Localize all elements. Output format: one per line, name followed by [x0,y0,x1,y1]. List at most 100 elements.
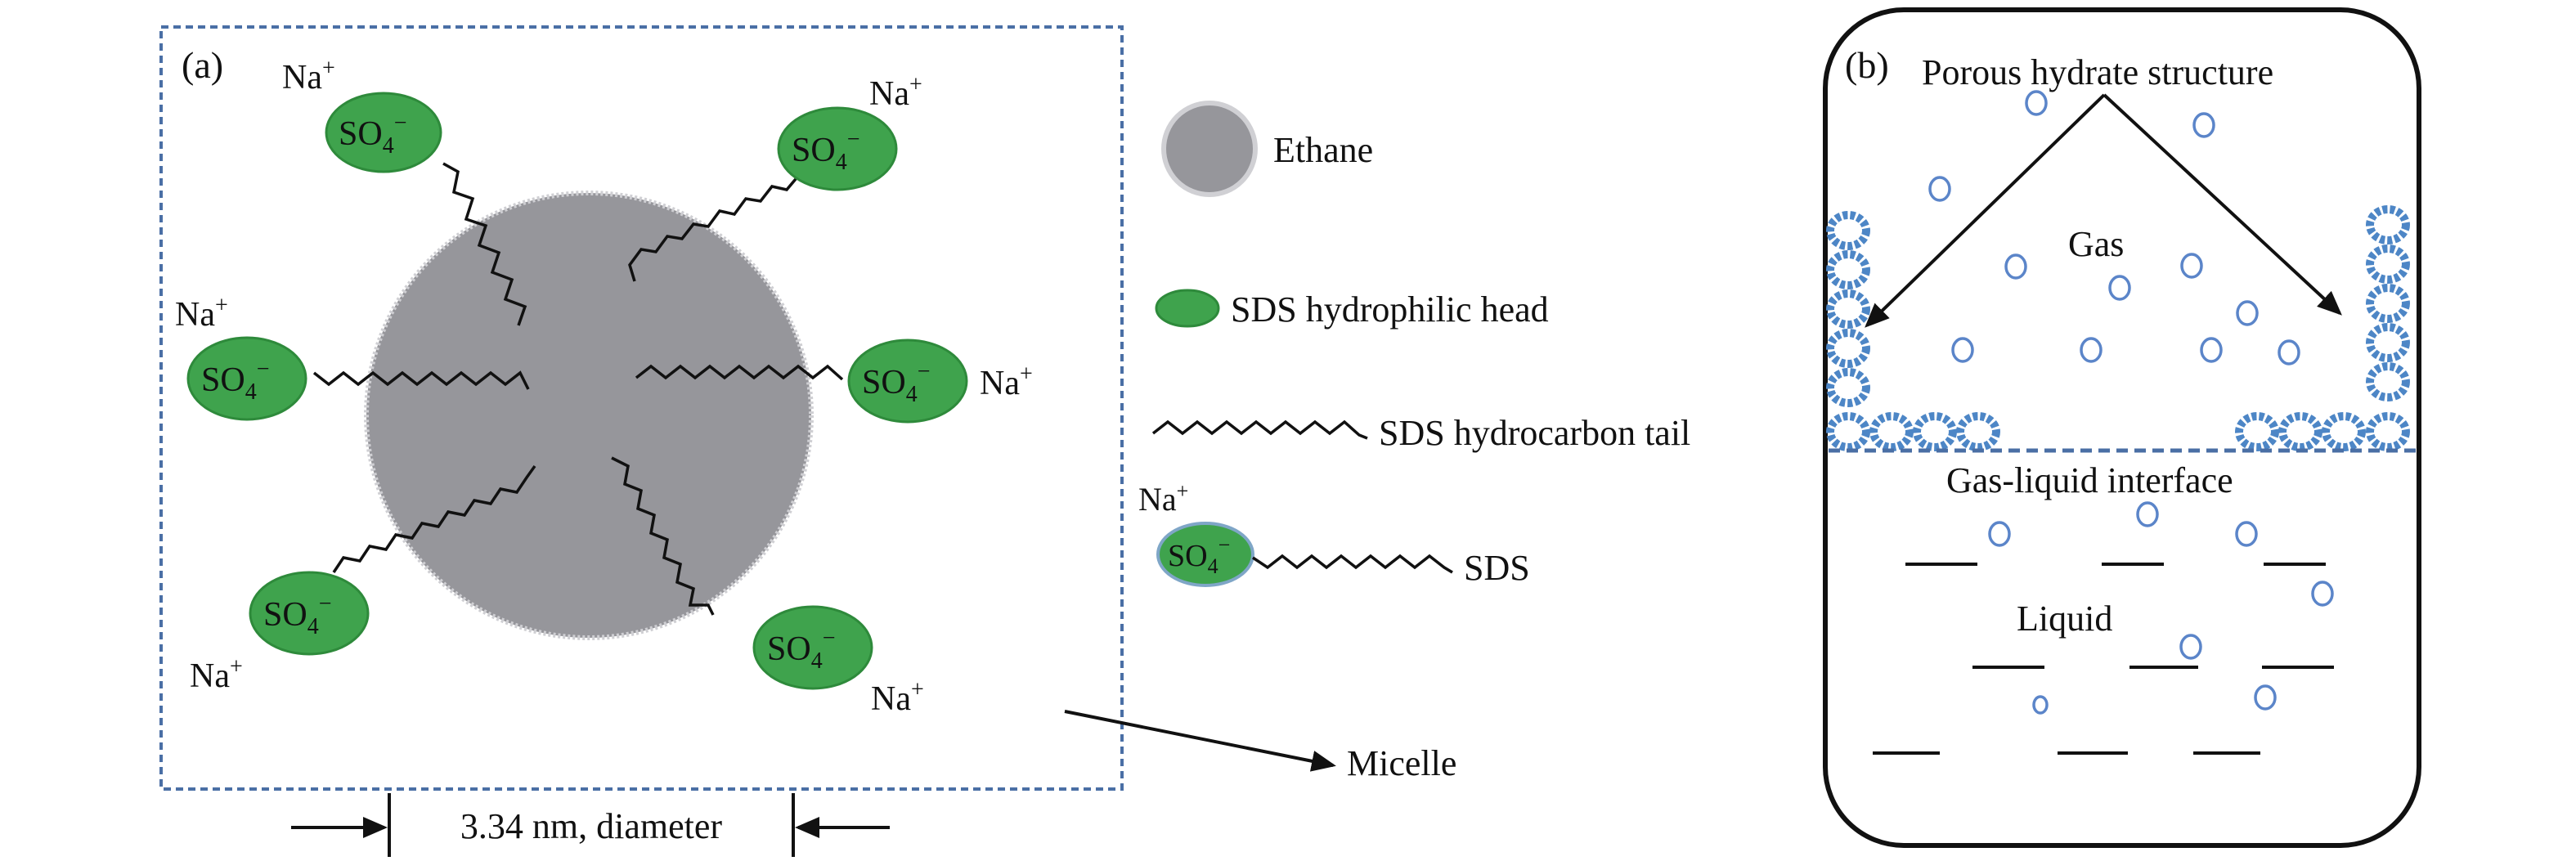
legend-ethane-label: Ethane [1273,130,1373,170]
sodium-ion: Na+ [871,677,924,718]
tail-top-right [628,173,801,282]
tail-right [635,364,844,381]
liquid-label: Liquid [2017,599,2112,639]
liquid-molecules [1873,563,2334,755]
ethane-core [364,191,814,640]
head-ellipse [752,605,873,690]
hydrate-ring [1826,368,1870,407]
head-formula: SO4− [862,359,931,407]
head-ellipse [847,339,968,424]
bubble [2180,253,2203,279]
head-ellipse [186,336,307,421]
bubble [1928,176,1951,202]
hydrate-ring [2366,412,2410,451]
legend-sds-formula: SO4− [1168,533,1230,578]
legend-sds-ion: Na+ [1138,479,1188,518]
sds-tails [312,162,844,616]
hydrate-ring [1826,250,1870,289]
hydrate-ring [1956,412,2000,451]
hydrate-ring [2322,412,2366,451]
legend-tail-swatch [1151,419,1368,440]
bubble [2235,521,2258,547]
bubble [1988,521,2011,547]
hydrate-ring [2366,323,2410,362]
legend-sds-head [1156,522,1254,587]
dimension-label: 3.34 nm, diameter [460,806,722,846]
bubble [2108,275,2131,301]
sodium-ion: Na+ [869,72,922,113]
bubble [2200,337,2223,363]
bubble [2032,695,2049,715]
bubble [2311,581,2334,607]
panel-b: (b) Porous hydrate structure Gas Gas-liq… [1823,7,2421,848]
legend-head-label: SDS hydrophilic head [1231,289,1549,330]
porous-arrow-left [1865,93,2106,328]
hydrate-ring [1826,289,1870,329]
bubble [2004,253,2027,280]
head-ellipse [249,571,370,656]
head-formula: SO4− [339,110,407,159]
sds-heads: SO4− Na+ SO4− Na+ SO4− [175,56,1033,718]
bubble [2179,634,2202,660]
legend-ethane-swatch [1161,101,1258,197]
legend-sds-molecule: SO4− Na+ SDS [1138,479,1530,588]
legend-head-swatch [1155,289,1220,328]
hydrate-ring [2366,205,2410,244]
head-right: SO4− Na+ [847,339,1033,424]
head-bottom-right: SO4− Na+ [752,605,924,718]
hydrate-ring [2366,362,2410,401]
sodium-ion: Na+ [190,654,243,695]
bubble [2025,90,2048,116]
tail-top-left [442,162,527,326]
porous-arrow-right [2103,93,2342,316]
sodium-ion: Na+ [175,293,228,334]
sodium-ion: Na+ [980,361,1033,402]
bubble [2080,337,2103,363]
micelle-arrow [1064,710,1336,772]
gas-bubbles [1928,90,2334,715]
hydrate-ring [2278,412,2322,451]
panel-b-label: (b) [1845,44,1889,86]
head-formula: SO4− [792,127,860,175]
legend-sds-tail [1252,554,1453,574]
hydrate-rings [1826,205,2410,451]
head-left: SO4− Na+ [175,293,307,421]
hydrate-ring [2235,412,2279,451]
tail-left [312,370,530,390]
head-top-left: SO4− Na+ [282,56,442,173]
bubble [2236,300,2259,326]
legend-sds-label: SDS [1464,548,1530,588]
legend-tail-label: SDS hydrocarbon tail [1379,413,1690,453]
porous-label: Porous hydrate structure [1922,52,2273,92]
panel-a-frame [159,25,1124,791]
head-ellipse [325,92,442,173]
sodium-ion: Na+ [282,56,335,96]
hydrate-ring [1826,211,1870,250]
panel-b-frame [1823,7,2421,848]
bubble [2192,112,2215,138]
panel-a-label: (a) [182,44,223,86]
hydrate-ring [1913,412,1957,451]
hydrate-ring [2366,284,2410,323]
bubble [2278,339,2300,365]
head-formula: SO4− [263,591,332,639]
panel-a: (a) SO4− Na+ [159,25,1456,857]
head-ellipse [777,106,898,191]
tail-bottom-left [332,464,536,573]
hydrate-ring [1826,329,1870,368]
head-bottom-left: SO4− Na+ [190,571,370,695]
interface-label: Gas-liquid interface [1946,460,2233,500]
bubble [2254,684,2277,711]
hydrate-ring [1826,412,1870,451]
bubble [1951,337,1974,363]
diameter-dimension [291,793,890,857]
gas-label: Gas [2068,224,2124,264]
micelle-label: Micelle [1347,743,1456,783]
head-formula: SO4− [767,626,836,674]
legend: Ethane SDS hydrophilic head SDS hydrocar… [1138,101,1690,588]
head-top-right: SO4− Na+ [777,72,922,191]
tail-bottom-right [611,456,715,616]
head-formula: SO4− [201,357,270,405]
bubble [2136,501,2159,527]
